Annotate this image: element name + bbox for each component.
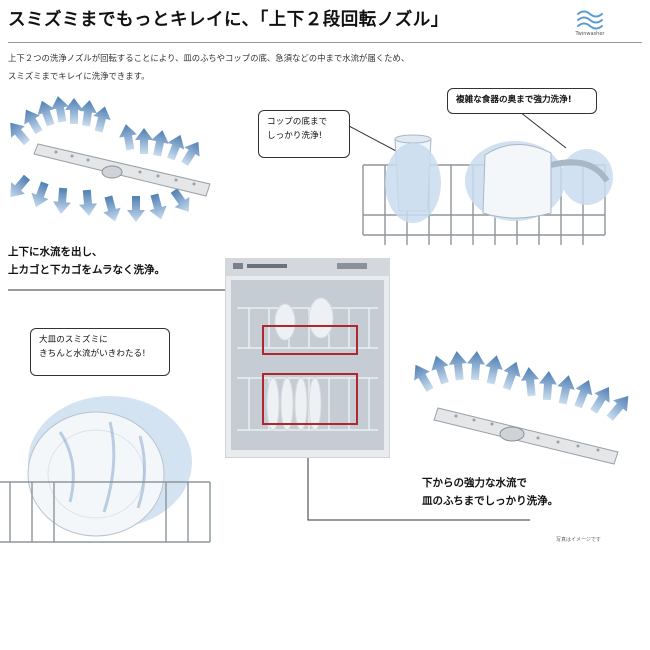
description-line-2: スミズミまでキレイに洗浄できます。 — [8, 71, 150, 81]
teapot-icon — [482, 144, 610, 219]
callout-plate-line-2: きちんと水流がいきわたる! — [39, 349, 146, 359]
header-divider — [8, 42, 642, 43]
page-title: スミズミまでもっとキレイに、「上下２段回転ノズル」 — [8, 10, 449, 30]
plate-icon — [27, 411, 165, 537]
upper-nozzle-arm-icon — [33, 143, 211, 197]
lower-caption-line-1: 下からの強力な水流で — [422, 477, 527, 489]
lower-nozzle-arm-icon — [433, 407, 619, 465]
callout-complex-dishes: 複雑な食器の奥まで強力洗浄! — [447, 88, 597, 114]
callout-plate-line-1: 大皿のスミズミに — [39, 335, 108, 345]
upper-caption-line-2: 上カゴと下カゴをムラなく洗浄。 — [8, 264, 165, 276]
upper-caption: 上下に水流を出し、 上カゴと下カゴをムラなく洗浄。 — [8, 243, 165, 279]
large-plate-illustration — [0, 396, 211, 543]
image-note: 写真はイメージです — [556, 537, 601, 543]
callout-cup-line-2: しっかり洗浄! — [267, 131, 323, 141]
upper-nozzle-highlight — [262, 325, 358, 355]
lower-caption-line-2: 皿のふちまでしっかり洗浄。 — [422, 495, 559, 507]
upper-basket-illustration — [362, 134, 613, 245]
callout-large-plate: 大皿のスミズミに きちんと水流がいきわたる! — [30, 328, 170, 376]
callout-cup-bottom: コップの底まで しっかり洗浄! — [258, 110, 350, 158]
description-line-1: 上下２つの洗浄ノズルが回転することにより、皿のふちやコップの底、急須などの中まで… — [8, 53, 410, 63]
upper-nozzle-illustration — [3, 94, 211, 224]
brand-caption: Twinwasher — [575, 31, 605, 37]
callout-cup-line-1: コップの底まで — [267, 117, 328, 127]
lower-caption: 下からの強力な水流で 皿のふちまでしっかり洗浄。 — [422, 474, 558, 510]
upper-caption-line-1: 上下に水流を出し、 — [8, 246, 103, 258]
water-swirl-logo-icon — [577, 10, 603, 30]
lower-nozzle-highlight — [262, 373, 358, 425]
dishwasher-icon — [225, 258, 390, 458]
lower-nozzle-illustration — [408, 350, 636, 465]
